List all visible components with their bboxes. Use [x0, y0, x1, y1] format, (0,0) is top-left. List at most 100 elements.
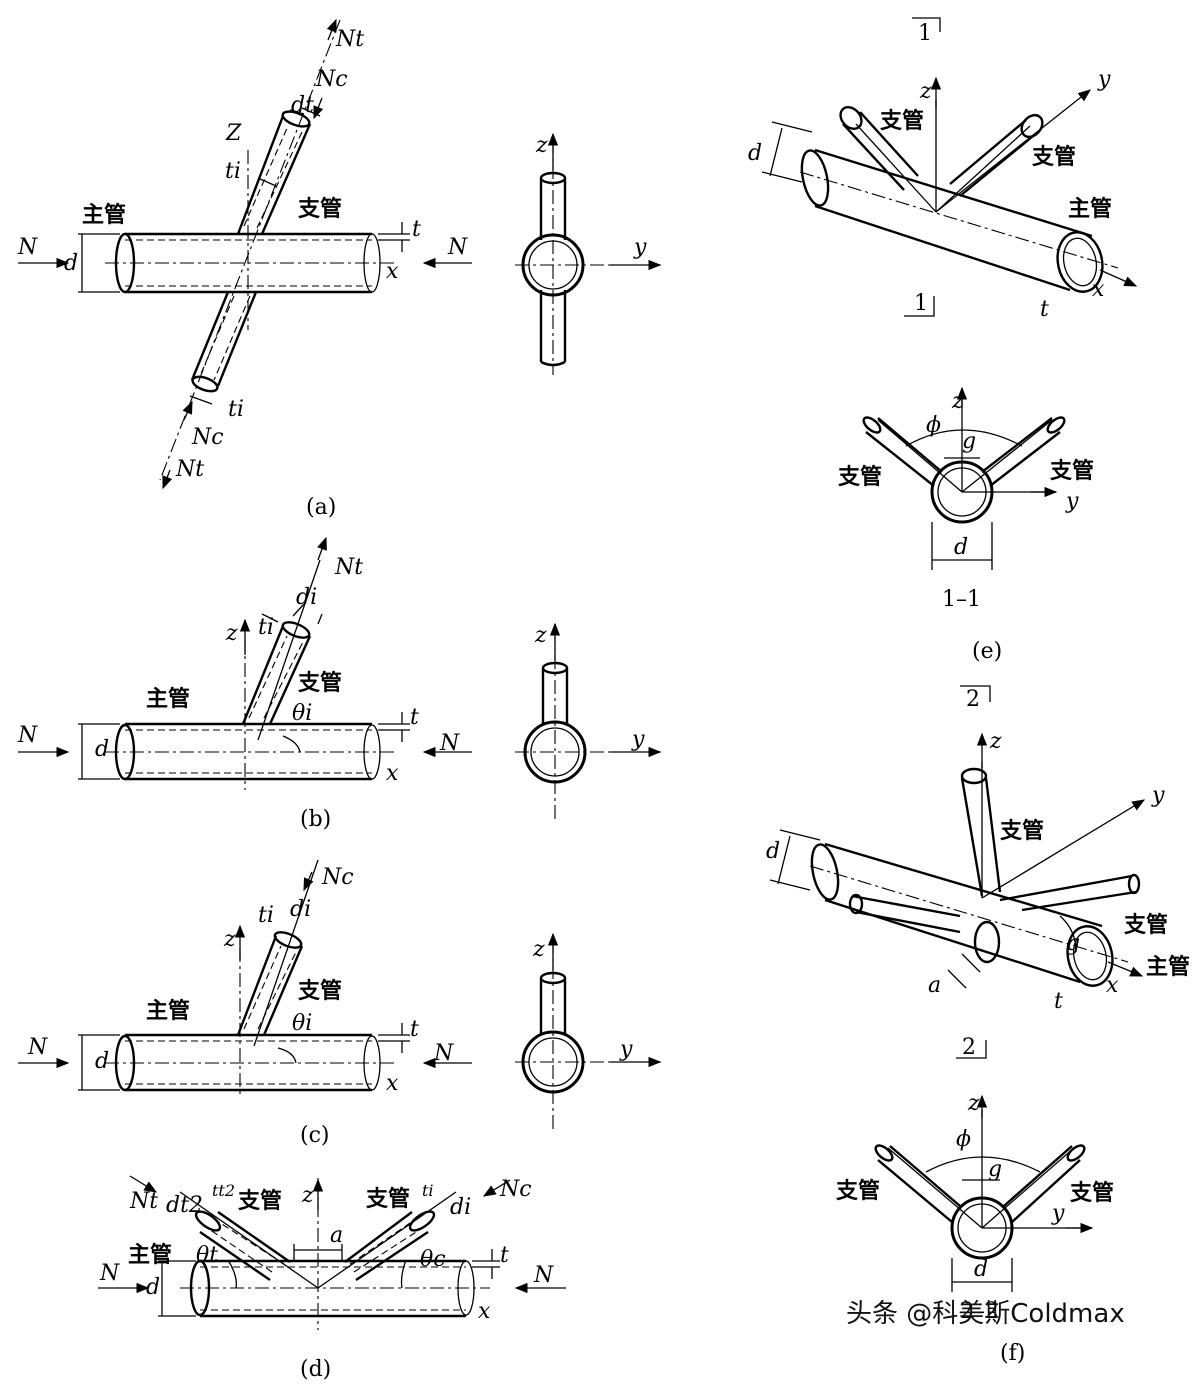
branch-pipe-label-d-left: 支管 [238, 1188, 282, 1214]
z-label-b-side: z [534, 623, 547, 648]
theta-t-label-d: θt [196, 1243, 218, 1268]
figure-e: 1 z y 支管 支管 主管 d x t 1 [748, 17, 1138, 664]
d-label-e-sec: d [954, 535, 968, 560]
section-2-2-label: 2–2 [960, 1299, 999, 1324]
y-label-e-sec: y [1065, 489, 1079, 514]
Nc-label-a-low: Nc [191, 425, 224, 450]
N-label-d-right: N [533, 1263, 554, 1288]
Nt-label-d: Nt [129, 1189, 158, 1214]
branch-pipe-label-e-sec-1: 支管 [838, 464, 882, 490]
t-label-a: t [412, 217, 421, 242]
main-pipe-label-d: 主管 [128, 1242, 172, 1268]
branch-pipe-label-f-2: 支管 [1124, 912, 1168, 938]
N-label-b-right: N [439, 731, 460, 756]
ti-label-a: ti [225, 159, 241, 184]
di-label-b: di [296, 585, 317, 610]
ti-label-d: ti [422, 1181, 434, 1200]
branch-pipe-label-f-sec-1: 支管 [836, 1178, 880, 1204]
caption-f: (f) [1000, 1341, 1025, 1366]
d-label-f-sec: d [974, 1257, 988, 1282]
main-pipe-label-c: 主管 [146, 998, 190, 1024]
N-label-a-left: N [17, 235, 38, 260]
section-2-bottom: 2 [962, 1035, 976, 1060]
d-label-a: d [64, 251, 78, 276]
caption-e: (e) [972, 639, 1002, 664]
y-label-f-sec: y [1051, 1201, 1065, 1226]
dt-label-a: dt [291, 93, 314, 118]
z-label-e: z [919, 79, 932, 104]
main-pipe-label-e: 主管 [1068, 196, 1112, 222]
z-axis-label-a: Z [225, 121, 242, 146]
ti-label-b: ti [258, 615, 274, 640]
t-label-c: t [410, 1017, 419, 1042]
x-label-a: x [386, 259, 399, 284]
Nc-label-d: Nc [499, 1177, 532, 1202]
caption-d: (d) [300, 1357, 331, 1382]
branch-pipe-label-f-1: 支管 [1000, 818, 1044, 844]
Nc-label-a-top: Nc [315, 67, 348, 92]
branch-pipe-label-d-right: 支管 [366, 1186, 410, 1212]
z-label-d: z [301, 1183, 314, 1208]
section-1-1-label: 1–1 [942, 587, 981, 612]
branch-pipe-label-e-sec-2: 支管 [1050, 458, 1094, 484]
x-label-d: x [478, 1299, 491, 1324]
z-label-c-side: z [532, 937, 545, 962]
N-label-c-left: N [27, 1035, 48, 1060]
caption-c: (c) [300, 1123, 330, 1148]
d-label-b: d [95, 737, 109, 762]
y-label-c-side: y [619, 1037, 633, 1062]
y-label-e: y [1097, 67, 1111, 92]
Nt-label-b: Nt [334, 555, 363, 580]
main-pipe-label-b: 主管 [146, 686, 190, 712]
di-label-c: di [290, 897, 311, 922]
N-label-a-right: N [447, 235, 468, 260]
y-label-a-side: y [633, 235, 647, 260]
section-2-top: 2 [966, 687, 980, 712]
branch-pipe-label-f-sec-2: 支管 [1070, 1180, 1114, 1206]
z-label-f: z [989, 729, 1002, 754]
z-label-b: z [225, 621, 238, 646]
main-pipe-label-a: 主管 [82, 202, 126, 228]
figure-a: Z ti dt Nt Nc 主管 支管 N N d x t ti Nc Nt (… [17, 18, 665, 520]
g-label-f: g [1066, 931, 1080, 956]
main-pipe-label-f: 主管 [1146, 954, 1190, 980]
branch-pipe-label-a: 支管 [298, 196, 342, 222]
section-1-bottom: 1 [914, 291, 928, 316]
t-label-b: t [410, 705, 419, 730]
N-label-b-left: N [17, 723, 38, 748]
ti-label-a-low: ti [228, 397, 244, 422]
t-label-d: t [500, 1243, 509, 1268]
figure-b: Nt ti di z 支管 主管 θi N N d x t (b) z y [17, 536, 665, 832]
y-label-b-side: y [631, 727, 645, 752]
Nc-label-c: Nc [321, 865, 354, 890]
d-label-e: d [748, 141, 762, 166]
x-label-f: x [1106, 973, 1119, 998]
a-label-f: a [928, 973, 941, 998]
caption-a: (a) [306, 495, 336, 520]
t-label-e: t [1040, 297, 1049, 322]
x-label-c: x [386, 1071, 399, 1096]
theta-c-label-d: θc [420, 1247, 446, 1272]
t-label-f: t [1054, 989, 1063, 1014]
branch-pipe-label-b: 支管 [298, 670, 342, 696]
y-label-f: y [1151, 783, 1165, 808]
z-label-f-sec: z [967, 1091, 980, 1116]
figure-f: 2 z y 支管 支管 主管 d g a x t 2 [766, 685, 1190, 1366]
d-label-d: d [146, 1275, 160, 1300]
tt2-label-d: tt2 [212, 1181, 235, 1200]
watermark: 头条 @科美斯Coldmax [846, 1299, 1125, 1329]
figure-c: Nc ti di z 支管 主管 θi N N d x t (c) z y [18, 859, 665, 1148]
z-label-c: z [223, 927, 236, 952]
x-label-e: x [1092, 277, 1105, 302]
Nt-label-a-low: Nt [175, 457, 204, 482]
g-label-f-sec: g [988, 1157, 1002, 1182]
Nt-label-a-top: Nt [335, 27, 364, 52]
branch-pipe-label-e-1: 支管 [880, 108, 924, 134]
a-label-d: a [330, 1223, 343, 1248]
caption-b: (b) [300, 807, 331, 832]
N-label-c-right: N [433, 1041, 454, 1066]
theta-i-label-c: θi [292, 1011, 312, 1036]
figure-d: Nt dt2 tt2 支管 z 支管 ti di Nc 主管 θt a θc N… [98, 1175, 566, 1382]
